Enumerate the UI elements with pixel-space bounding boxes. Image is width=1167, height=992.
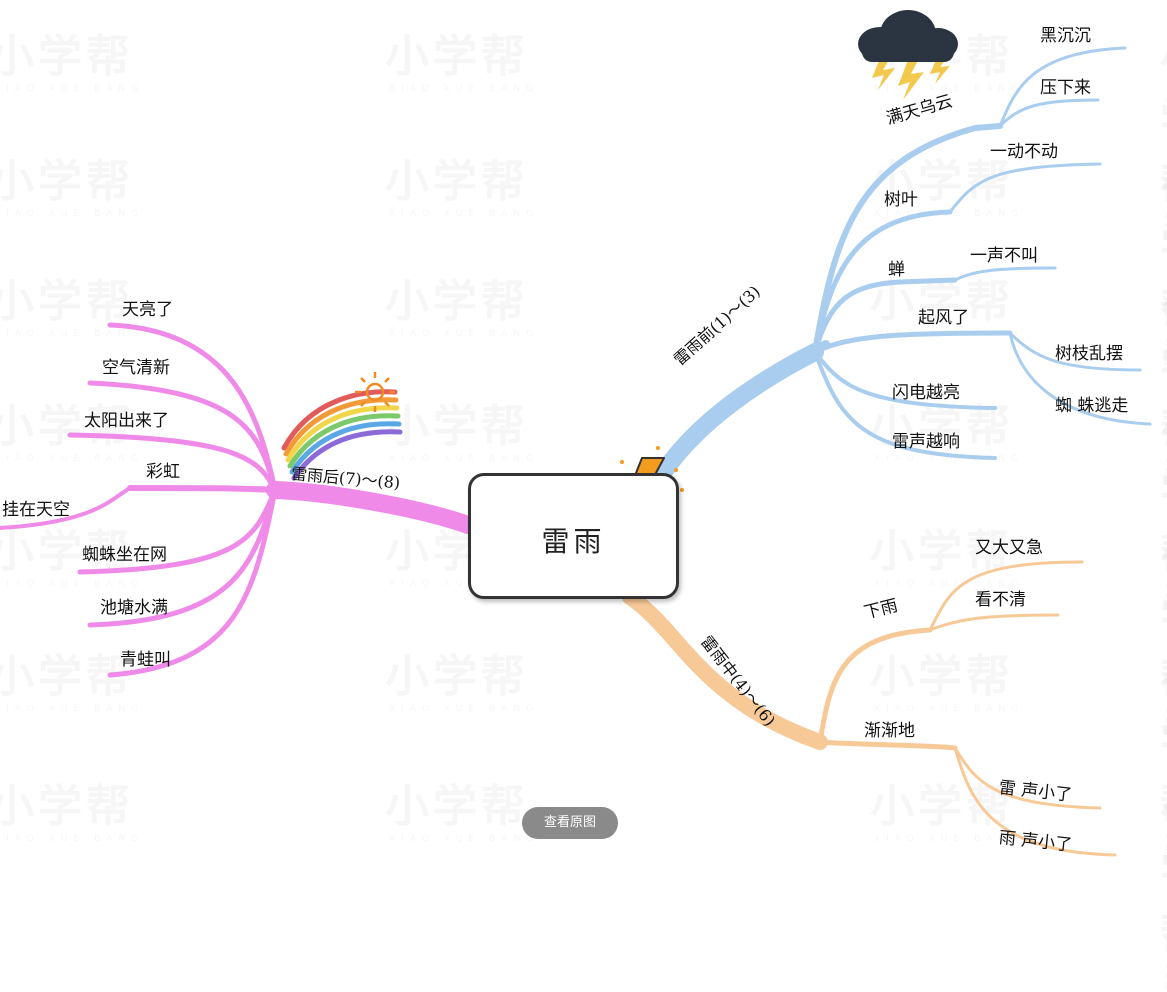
after-line-rainbow-a <box>0 486 132 530</box>
before-trunk <box>656 343 824 479</box>
node-spider: 蜘蛛坐在网 <box>82 545 167 565</box>
after-line-frog <box>107 487 278 678</box>
node-clouds-a: 黑沉沉 <box>1040 26 1091 46</box>
node-rain-a: 又大又急 <box>975 538 1043 558</box>
after-line-rainbow <box>127 485 278 493</box>
node-thunder: 雷声越响 <box>892 432 960 452</box>
during-line-gradually-a <box>953 746 1102 810</box>
before-line-leaves <box>812 209 953 355</box>
node-rainbow: 彩虹 <box>146 462 180 482</box>
branch-lines <box>0 10 1152 857</box>
after-line-air <box>87 380 278 493</box>
central-topic-title: 雷雨 <box>541 525 606 558</box>
node-wind-a: 树枝乱摆 <box>1055 344 1123 364</box>
node-cicada: 蝉 <box>888 260 905 280</box>
node-wind-b: 蜘 蛛逃走 <box>1055 396 1129 416</box>
before-line-wind-a <box>1008 331 1142 372</box>
after-line-sun <box>67 432 278 493</box>
during-line-rain-a <box>928 560 1084 632</box>
node-air: 空气清新 <box>102 358 170 378</box>
before-line-wind <box>812 330 1013 355</box>
node-cicada-a: 一声不叫 <box>970 246 1038 266</box>
storm-cloud-icon <box>858 10 958 100</box>
during-line-gradually-b <box>953 746 1117 857</box>
during-line-rain-b <box>928 613 1060 632</box>
node-leaves-a: 一动不动 <box>990 142 1058 162</box>
after-line-sky <box>107 322 278 493</box>
before-line-clouds-b <box>998 98 1100 128</box>
before-line-leaves-a <box>948 162 1102 214</box>
before-line-cicada <box>812 277 958 355</box>
before-line-wind-b <box>1008 331 1152 426</box>
node-sun: 太阳出来了 <box>84 411 169 431</box>
node-pond: 池塘水满 <box>100 598 168 618</box>
node-sky: 天亮了 <box>122 300 173 320</box>
before-line-clouds-a <box>998 46 1127 128</box>
node-leaves: 树叶 <box>884 190 918 210</box>
during-line-gradually <box>817 739 958 751</box>
node-gradually: 渐渐地 <box>864 721 915 741</box>
node-frog: 青蛙叫 <box>120 650 171 670</box>
node-clouds-b: 压下来 <box>1040 78 1091 98</box>
node-rain-b: 看不清 <box>975 590 1026 610</box>
before-line-cicada-a <box>953 266 1057 282</box>
before-line-clouds <box>812 123 1003 355</box>
node-lightning: 闪电越亮 <box>892 383 960 403</box>
central-topic: 雷雨 <box>468 473 679 599</box>
during-line-rain <box>817 627 933 745</box>
rainbow-icon <box>281 389 403 481</box>
before-line-thunder <box>813 350 997 460</box>
after-trunk <box>266 481 477 534</box>
view-original-button[interactable]: 查看原图 <box>522 807 618 839</box>
sun-icon <box>355 372 395 412</box>
before-line-lightning <box>813 350 997 410</box>
node-rainbow-a: 挂在天空 <box>2 500 70 520</box>
node-wind: 起风了 <box>918 308 969 328</box>
during-trunk <box>622 589 828 750</box>
